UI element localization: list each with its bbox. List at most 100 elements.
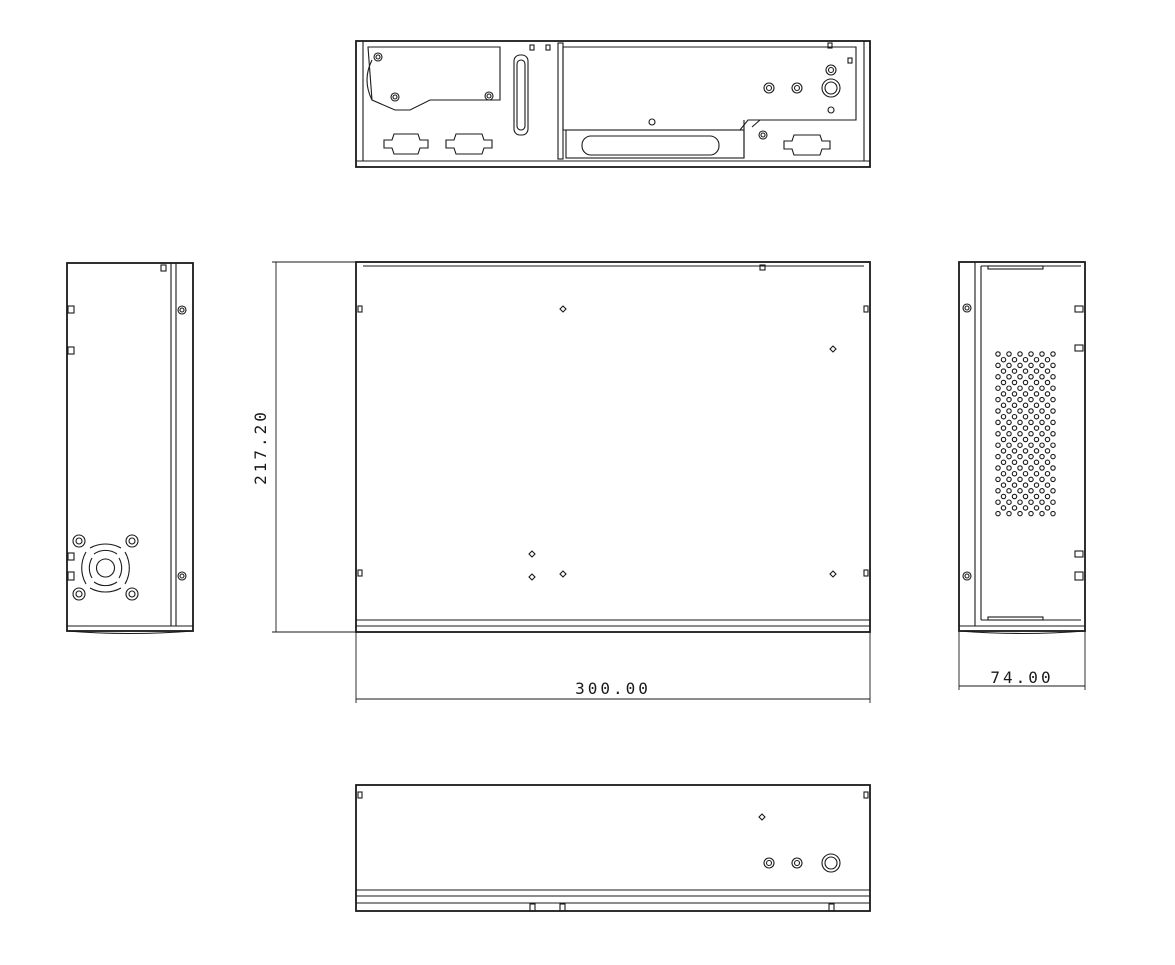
vent-hole — [1050, 408, 1056, 414]
vent-hole — [1033, 470, 1040, 477]
vent-hole — [1022, 493, 1029, 500]
vent-hole — [1011, 356, 1018, 363]
vent-hole — [1028, 499, 1034, 505]
vent-hole — [1033, 425, 1040, 431]
vent-hole — [1033, 402, 1040, 409]
vent-hole — [1006, 419, 1012, 426]
left-side-view — [66, 262, 194, 635]
vent-hole — [1022, 368, 1029, 374]
vent-hole — [1044, 493, 1051, 500]
vent-hole — [1000, 425, 1007, 431]
right-side-view: 74.00 — [958, 261, 1086, 690]
vent-hole — [1028, 476, 1034, 483]
vent-hole — [1006, 374, 1012, 380]
led-indicator — [763, 857, 775, 869]
vent-hole — [1044, 482, 1051, 488]
vent-hole — [1000, 379, 1007, 386]
vent-hole — [995, 431, 1001, 437]
vent-hole — [1006, 385, 1012, 391]
vent-hole — [1000, 436, 1007, 443]
vent-hole — [1033, 391, 1040, 397]
vent-hole — [1033, 413, 1040, 420]
vent-hole — [1000, 505, 1007, 511]
depth-dimension-label: 217.20 — [251, 409, 270, 485]
screw-hole — [484, 91, 494, 101]
vent-hole — [995, 385, 1001, 391]
vent-hole — [1006, 453, 1012, 460]
vent-hole — [995, 510, 1001, 517]
vent-hole — [1000, 470, 1007, 477]
vent-hole — [1011, 470, 1018, 477]
vent-hole — [1033, 493, 1040, 500]
vent-hole — [995, 419, 1001, 426]
vent-hole — [1000, 356, 1007, 363]
screw-hole — [390, 92, 400, 102]
vent-hole — [995, 476, 1001, 483]
vent-hole — [1017, 362, 1023, 369]
vent-hole — [1022, 402, 1029, 409]
vent-hole — [1017, 385, 1023, 391]
vent-hole — [995, 465, 1001, 471]
vent-hole — [1006, 488, 1012, 494]
vent-hole — [1017, 419, 1023, 426]
connector-hole — [791, 82, 803, 94]
vent-hole — [1017, 465, 1023, 471]
chassis-plan-outline — [355, 261, 871, 633]
vent-hole — [1028, 453, 1034, 460]
vent-hole — [1033, 379, 1040, 386]
psu-cutout — [367, 46, 501, 111]
vent-hole — [1044, 459, 1051, 466]
vent-hole — [1017, 396, 1023, 403]
vent-hole — [1006, 351, 1012, 357]
vent-hole — [1017, 476, 1023, 483]
vent-hole — [1028, 351, 1034, 357]
vent-hole — [1044, 448, 1051, 454]
vent-hole — [995, 374, 1001, 380]
vent-hole — [1033, 459, 1040, 466]
vent-hole — [1033, 448, 1040, 454]
vent-hole — [995, 442, 1001, 448]
vent-hole — [1028, 510, 1034, 517]
vent-hole — [1022, 470, 1029, 477]
vent-hole — [1028, 408, 1034, 414]
vent-hole — [1022, 391, 1029, 397]
vent-hole — [1044, 425, 1051, 431]
power-button — [821, 853, 841, 873]
vent-hole — [1028, 396, 1034, 403]
vent-hole — [1044, 402, 1051, 409]
vent-hole — [1011, 505, 1018, 511]
vent-hole — [995, 362, 1001, 369]
connector-hole — [825, 64, 837, 76]
vent-hole — [1022, 448, 1029, 454]
vent-hole — [1039, 465, 1045, 471]
rear-panel-view — [355, 40, 871, 168]
vent-hole — [1006, 442, 1012, 448]
vent-hole — [1017, 510, 1023, 517]
vent-hole — [1044, 505, 1051, 511]
vent-hole — [1039, 396, 1045, 403]
vent-hole — [1000, 368, 1007, 374]
vent-hole — [1044, 379, 1051, 386]
rear-panel-outline — [355, 40, 871, 168]
vent-hole — [1011, 402, 1018, 409]
led-indicator — [791, 857, 803, 869]
vent-hole — [1011, 379, 1018, 386]
vent-hole — [1011, 493, 1018, 500]
vent-hole — [1028, 431, 1034, 437]
vent-hole — [1017, 488, 1023, 494]
vent-hole — [1050, 431, 1056, 437]
vent-hole — [1000, 391, 1007, 397]
vent-hole — [1033, 356, 1040, 363]
width-dimension-label: 300.00 — [575, 679, 651, 698]
vent-hole — [1050, 419, 1056, 426]
vent-hole-pattern — [995, 351, 1056, 517]
vent-hole — [1006, 408, 1012, 414]
vent-hole — [1017, 408, 1023, 414]
vent-hole — [1044, 368, 1051, 374]
vent-hole — [1044, 356, 1051, 363]
vent-hole — [1033, 436, 1040, 443]
vent-hole — [1006, 499, 1012, 505]
vent-hole — [1017, 351, 1023, 357]
vent-hole — [1050, 465, 1056, 471]
